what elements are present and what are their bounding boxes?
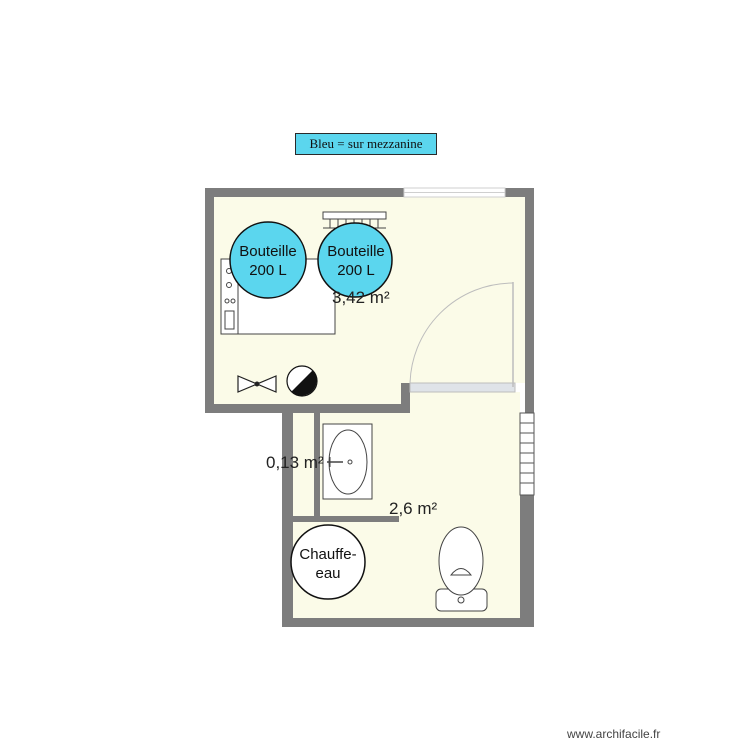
- wall-right-lower: [520, 495, 534, 627]
- valve-icon: [237, 375, 277, 393]
- sink: [322, 423, 373, 500]
- toilet: [435, 526, 488, 612]
- water-heater-circle: [290, 524, 366, 600]
- bottle-label-1-line2: 200 L: [249, 262, 287, 279]
- bottle-circle-2: [317, 222, 393, 298]
- wall-mid-left: [205, 404, 401, 413]
- watermark: www.archifacile.fr: [567, 727, 661, 741]
- corridor-floor: [293, 413, 314, 516]
- bottle-label-2-line2: 200 L: [337, 262, 375, 279]
- top-window: [403, 187, 506, 198]
- bottle-label-2: Bouteille 200 L: [318, 242, 394, 280]
- door: [409, 282, 516, 393]
- water-heater-line2: eau: [315, 565, 341, 582]
- right-window: [519, 412, 535, 496]
- meter-icon: [286, 365, 318, 397]
- wall-bottom: [282, 618, 534, 627]
- water-heater-label: Chauffe- eau: [290, 545, 366, 583]
- room-area-corridor: 0,13 m²: [266, 453, 324, 472]
- wall-corridor-right: [314, 413, 320, 516]
- water-heater-line1: Chauffe-: [299, 546, 357, 563]
- wall-top-left: [205, 188, 404, 197]
- bottle-label-2-line1: Bouteille: [327, 243, 385, 260]
- wall-mid-step: [401, 383, 410, 413]
- bottle-label-1-line1: Bouteille: [239, 243, 297, 260]
- wall-left: [205, 188, 214, 413]
- door-swing-arc: [409, 282, 514, 387]
- room-area-lower: 2,6 m²: [389, 499, 438, 518]
- walls: [205, 188, 534, 627]
- wall-partition: [282, 516, 399, 522]
- room-area-upper: 3,42 m²: [332, 288, 390, 307]
- bottle-circle-1: [229, 221, 307, 299]
- mezzanine-legend: Bleu = sur mezzanine: [295, 133, 437, 155]
- door-opening: [409, 382, 516, 393]
- bottle-label-1: Bouteille 200 L: [230, 242, 306, 280]
- wall-right-upper: [525, 188, 534, 413]
- wall-top-right: [505, 188, 534, 197]
- toilet-bowl: [438, 526, 484, 596]
